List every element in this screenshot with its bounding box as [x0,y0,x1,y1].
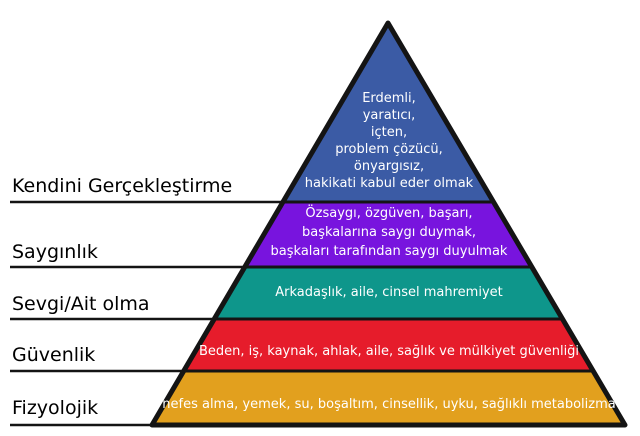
band-text-fizyolojik: nefes alma, yemek, su, boşaltım, cinsell… [162,398,615,412]
band-text-sayginlik: Özsaygı, özgüven, başarı, başkalarına sa… [271,204,508,261]
band-text-line: Arkadaşlık, aile, cinsel mahremiyet [275,285,503,300]
pyramid-outline [149,20,628,428]
band-text-sevgi-ait-olma: Arkadaşlık, aile, cinsel mahremiyet [275,286,502,300]
band-text-line: yaratıcı, [362,108,416,123]
band-text-line: başkaları tarafından saygı duyulmak [270,244,508,259]
level-label-kendini-gerceklestirme: Kendini Gerçekleştirme [12,175,233,197]
band-text-kendini-gerceklestirme: Erdemli, yaratıcı, içten, problem çözücü… [305,90,473,192]
band-text-line: Beden, iş, kaynak, ahlak, aile, sağlık v… [198,344,580,359]
band-text-line: önyargısız, [353,159,425,174]
band-text-line: içten, [370,125,408,140]
band-text-line: Özsaygı, özgüven, başarı, [305,206,473,221]
level-label-sayginlik: Saygınlık [12,241,98,263]
band-text-line: nefes alma, yemek, su, boşaltım, cinsell… [162,397,616,412]
level-label-guvenlik: Güvenlik [12,344,96,366]
band-text-guvenlik: Beden, iş, kaynak, ahlak, aile, sağlık v… [199,345,579,359]
band-text-line: başkalarına saygı duymak, [301,225,477,240]
band-text-line: hakikati kabul eder olmak [304,176,474,191]
band-text-line: Erdemli, [362,91,416,106]
level-label-fizyolojik: Fizyolojik [12,397,99,419]
level-label-sevgi-ait-olma: Sevgi/Ait olma [12,293,150,315]
band-text-line: problem çözücü, [335,142,443,157]
